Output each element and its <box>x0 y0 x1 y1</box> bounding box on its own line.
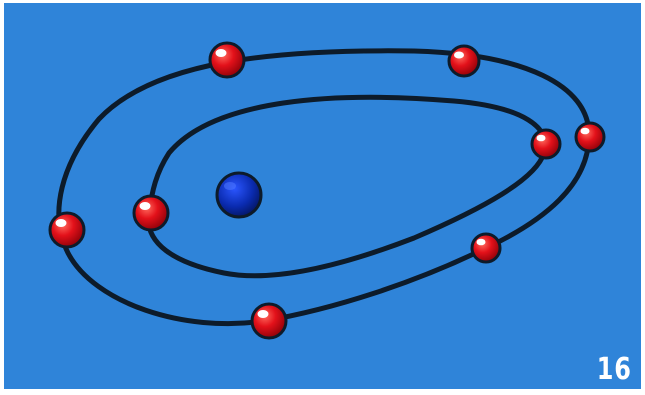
electron <box>252 304 286 338</box>
nucleus <box>217 173 261 217</box>
atom-diagram <box>4 3 641 389</box>
electron <box>532 130 560 158</box>
illustration-card: 16 <box>4 3 641 389</box>
electron <box>50 213 84 247</box>
page-number: 16 <box>597 355 632 385</box>
electron <box>576 123 604 151</box>
electron <box>449 46 479 76</box>
electron <box>210 43 244 77</box>
electron <box>134 196 168 230</box>
electron <box>472 234 500 262</box>
